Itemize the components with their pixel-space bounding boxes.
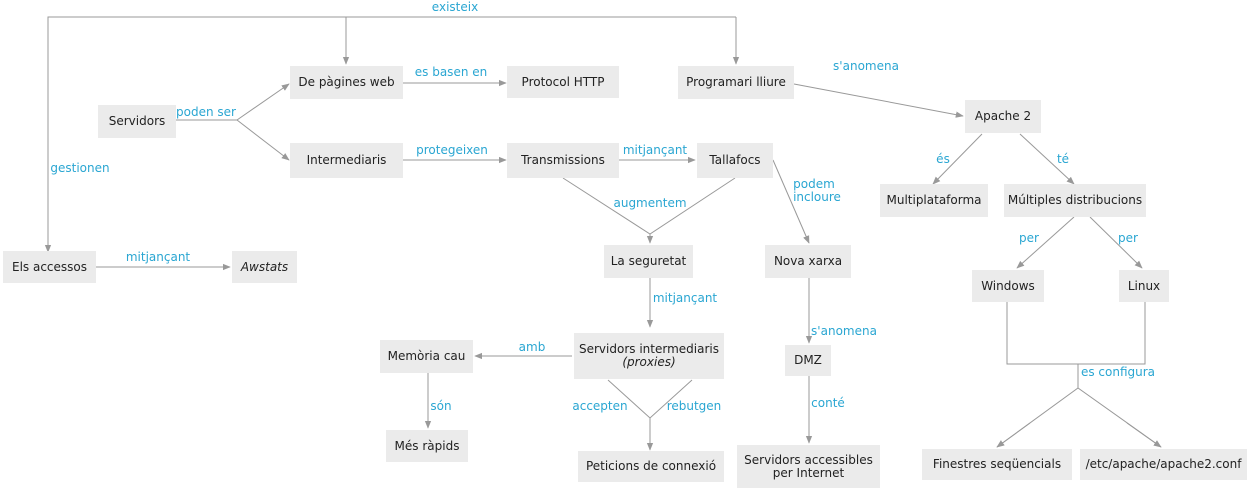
node-intermediaris: Intermediaris xyxy=(290,143,403,178)
node-protocol-http: Protocol HTTP xyxy=(507,66,619,98)
label-per-2: per xyxy=(1118,231,1138,245)
node-servidors-intermediaris: Servidors intermediaris(proxies) xyxy=(574,333,724,379)
edge-distribucions-linux xyxy=(1089,216,1143,269)
edge-existeix-frame xyxy=(47,16,736,255)
node-nova-xarxa: Nova xarxa xyxy=(765,245,851,278)
label-accepten: accepten xyxy=(572,399,628,413)
node-windows: Windows xyxy=(972,270,1044,302)
node-linux: Linux xyxy=(1119,270,1169,302)
label-existeix: existeix xyxy=(431,0,479,14)
label-rebutgen: rebutgen xyxy=(666,399,722,413)
edge-configura-etc xyxy=(1126,422,1162,448)
node-multiplataforma: Multiplataforma xyxy=(880,184,988,217)
node-memoria-cau: Memòria cau xyxy=(380,340,473,373)
label-s-anomena-1: s'anomena xyxy=(833,59,899,73)
label-son: són xyxy=(430,399,452,413)
edge-servidors-intermediaris xyxy=(236,119,290,161)
edge-distribucions-windows xyxy=(1016,216,1075,269)
label-mitjancant-1: mitjançant xyxy=(622,143,688,157)
node-multiples-distribucions: Múltiples distribucions xyxy=(1004,184,1146,217)
edge-es-configura-merge xyxy=(1006,302,1146,365)
node-servidors: Servidors xyxy=(98,105,176,138)
label-gestionen: gestionen xyxy=(50,161,110,175)
label-poden-ser: poden ser xyxy=(176,105,236,119)
edge-tallafocs-nova-xarxa xyxy=(772,159,810,244)
edge-apache-distribucions xyxy=(1019,133,1075,185)
label-te: té xyxy=(1056,152,1070,166)
node-mes-rapids: Més ràpids xyxy=(386,430,468,462)
label-mitjancant-3: mitjançant xyxy=(652,291,718,305)
edge-apache-multiplataforma xyxy=(932,133,983,185)
label-augmentem: augmentem xyxy=(613,196,687,210)
node-apache2: Apache 2 xyxy=(965,100,1041,133)
label-incloure: incloure xyxy=(793,190,841,204)
edge-servidors-pagines xyxy=(236,83,290,121)
node-programari-lliure: Programari lliure xyxy=(678,66,794,99)
label-es: és xyxy=(936,152,950,166)
label-per-1: per xyxy=(1019,231,1039,245)
label-podem: podem xyxy=(793,177,835,191)
node-finestres-sequencials: Finestres seqüencials xyxy=(922,449,1072,480)
node-transmissions: Transmissions xyxy=(507,143,619,178)
edge-programari-apache xyxy=(793,83,964,118)
node-de-pagines-web: De pàgines web xyxy=(290,66,403,99)
node-dmz: DMZ xyxy=(785,345,831,376)
label-conte: conté xyxy=(811,396,845,410)
label-s-anomena-2: s'anomena xyxy=(811,324,877,338)
node-els-accessos: Els accessos xyxy=(3,251,96,283)
label-mitjancant-2: mitjançant xyxy=(125,250,191,264)
label-amb: amb xyxy=(518,340,546,354)
label-es-configura: es configura xyxy=(1080,365,1156,379)
node-la-seguretat: La seguretat xyxy=(604,245,693,278)
label-protegeixen: protegeixen xyxy=(416,143,488,157)
node-peticions-connexio: Peticions de connexió xyxy=(578,451,724,482)
node-awstats: Awstats xyxy=(232,251,297,283)
node-etc-apache: /etc/apache/apache2.conf xyxy=(1080,449,1247,480)
edge-es-configura-split xyxy=(996,387,1162,448)
edge-configura-finestres xyxy=(996,422,1031,448)
label-es-basen-en: es basen en xyxy=(414,65,488,79)
node-tallafocs: Tallafocs xyxy=(697,143,773,178)
